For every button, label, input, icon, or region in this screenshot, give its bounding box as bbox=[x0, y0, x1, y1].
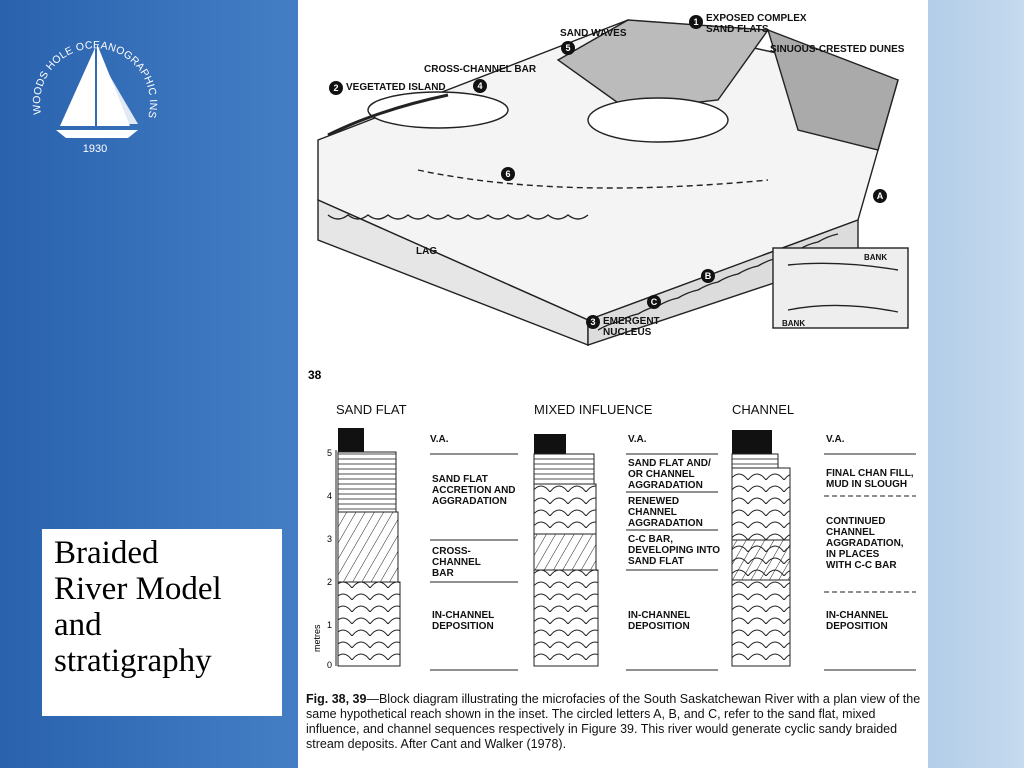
scale-tick-2: 2 bbox=[327, 577, 332, 587]
slide-title-box: Braided River Model and stratigraphy bbox=[42, 529, 282, 716]
figure-number: 38 bbox=[308, 368, 322, 382]
figure-caption: Fig. 38, 39—Block diagram illustrating t… bbox=[306, 692, 921, 752]
whoi-logo: WOODS HOLE OCEANOGRAPHIC INSTITUTION 193… bbox=[16, 9, 170, 158]
marker-1: 1 bbox=[693, 17, 698, 27]
label-renewed-channel: RENEWED CHANNEL AGGRADATION bbox=[628, 496, 703, 529]
label-exposed-sand-flats: EXPOSED COMPLEX SAND FLATS bbox=[706, 13, 807, 35]
label-sand-flat-accretion: SAND FLAT ACCRETION AND AGGRADATION bbox=[432, 474, 516, 507]
sailboat-logo-icon: WOODS HOLE OCEANOGRAPHIC INSTITUTION 193… bbox=[16, 9, 159, 155]
scale-tick-4: 4 bbox=[327, 491, 332, 501]
label-sand-flat-or-channel: SAND FLAT AND/ OR CHANNEL AGGRADATION bbox=[628, 458, 711, 491]
scale-tick-5: 5 bbox=[327, 448, 332, 458]
marker-C: C bbox=[651, 297, 658, 307]
scale-tick-0: 0 bbox=[327, 660, 332, 670]
label-vegetated-island: VEGETATED ISLAND bbox=[346, 82, 446, 93]
label-in-channel-2: IN-CHANNEL DEPOSITION bbox=[628, 610, 691, 632]
figure-panel: 1 2 3 4 5 6 A B C EXPOSED COMPLEX SAND F… bbox=[298, 0, 928, 768]
slide-title: Braided River Model and stratigraphy bbox=[54, 535, 222, 679]
label-emergent-nucleus: EMERGENT NUCLEUS bbox=[603, 316, 660, 338]
label-bank-top: BANK bbox=[864, 253, 888, 262]
va-mixed: V.A. bbox=[628, 434, 647, 445]
label-final-chan-fill: FINAL CHAN FILL, MUD IN SLOUGH bbox=[826, 468, 914, 490]
marker-6: 6 bbox=[505, 169, 510, 179]
marker-2: 2 bbox=[333, 83, 338, 93]
label-continued-channel: CONTINUED CHANNEL AGGRADATION, IN PLACES… bbox=[826, 516, 904, 571]
marker-3: 3 bbox=[590, 317, 595, 327]
scale-tick-3: 3 bbox=[327, 534, 332, 544]
caption-text: —Block diagram illustrating the microfac… bbox=[306, 692, 921, 751]
label-cc-bar: C-C BAR, DEVELOPING INTO SAND FLAT bbox=[628, 534, 721, 567]
marker-5: 5 bbox=[565, 43, 570, 53]
va-channel: V.A. bbox=[826, 434, 845, 445]
logo-year: 1930 bbox=[83, 143, 107, 155]
column-title-channel: CHANNEL bbox=[732, 402, 795, 417]
label-bank-bottom: BANK bbox=[782, 319, 806, 328]
column-title-sand-flat: SAND FLAT bbox=[336, 402, 407, 417]
caption-bold: Fig. 38, 39 bbox=[306, 692, 367, 706]
va-sand-flat: V.A. bbox=[430, 434, 449, 445]
label-sinuous-dunes: SINUOUS-CRESTED DUNES bbox=[770, 44, 905, 55]
label-lag: LAG bbox=[416, 246, 438, 257]
label-cross-channel-bar: CROSS-CHANNEL BAR bbox=[424, 64, 537, 75]
label-sand-waves: SAND WAVES bbox=[560, 28, 627, 39]
label-cross-channel-bar-col: CROSS- CHANNEL BAR bbox=[432, 546, 481, 579]
scale-tick-1: 1 bbox=[327, 620, 332, 630]
label-in-channel-1: IN-CHANNEL DEPOSITION bbox=[432, 610, 495, 632]
marker-A: A bbox=[877, 191, 884, 201]
scale-unit: metres bbox=[312, 624, 322, 652]
column-title-mixed: MIXED INFLUENCE bbox=[534, 402, 653, 417]
label-in-channel-3: IN-CHANNEL DEPOSITION bbox=[826, 610, 889, 632]
stratigraphic-columns: 5 4 3 2 1 0 metres bbox=[312, 428, 916, 671]
marker-4: 4 bbox=[477, 81, 482, 91]
marker-B: B bbox=[705, 271, 712, 281]
block-diagram: 1 2 3 4 5 6 A B C bbox=[317, 15, 909, 347]
